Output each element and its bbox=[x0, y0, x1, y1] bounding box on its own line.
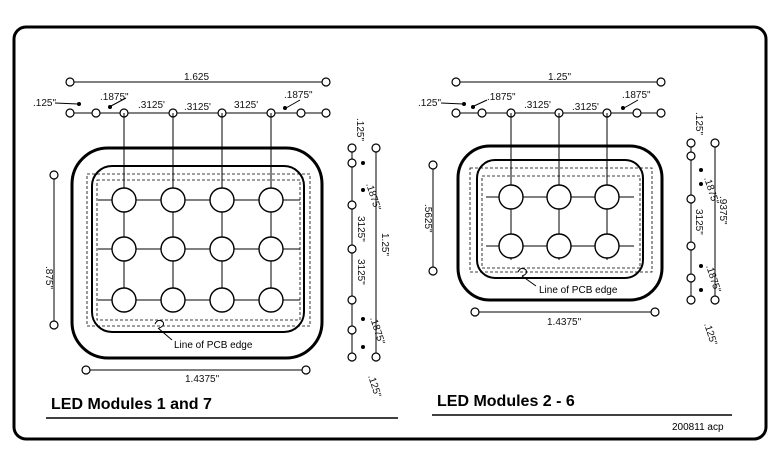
left-dim-pitch-1: .3125' bbox=[138, 100, 165, 111]
right-dim-pitch-2: .3125' bbox=[572, 102, 599, 113]
left-pcb-note: Line of PCB edge bbox=[174, 340, 253, 351]
right-pcb-note: Line of PCB edge bbox=[539, 285, 618, 296]
right-top-holes bbox=[451, 77, 666, 118]
left-dim-offset-left: .1875" bbox=[100, 92, 129, 103]
right-dim-edge-left: .125" bbox=[418, 98, 441, 109]
right-module: 1.25" .125" .1875" .3125' .3125' .1875" bbox=[418, 72, 732, 433]
drawing-frame bbox=[12, 25, 768, 441]
left-module-caption: LED Modules 1 and 7 bbox=[51, 396, 212, 413]
drawing-stamp: 200811 acp bbox=[672, 422, 724, 433]
right-dim-height: .5625" bbox=[422, 204, 433, 233]
left-led-grid bbox=[98, 187, 300, 313]
left-dim-height: .875" bbox=[43, 266, 54, 289]
right-led-grid bbox=[486, 184, 634, 260]
left-dim-offset-right: .1875" bbox=[284, 90, 313, 101]
left-dim-edge-left: .125" bbox=[33, 98, 56, 109]
left-dim-overall-top: 1.625 bbox=[184, 72, 209, 83]
right-right-holes bbox=[686, 138, 720, 305]
right-module-caption: LED Modules 2 - 6 bbox=[437, 393, 575, 410]
right-dim-pitch-1: .3125' bbox=[524, 100, 551, 111]
right-dim-r-edge-bottom: .125" bbox=[701, 322, 719, 348]
left-dim-r-pitch-1: 3125" bbox=[355, 216, 366, 242]
left-module: 1.625 .125" .1875" .3125' .3125' 3125' .… bbox=[33, 72, 398, 419]
left-dim-r-top: .125" bbox=[354, 118, 365, 141]
right-dim-r-offset-bottom: .1875" bbox=[703, 264, 722, 295]
left-dim-r-offset-bottom: .1875" bbox=[367, 316, 386, 347]
left-right-holes bbox=[347, 143, 381, 362]
right-dim-offset-right: .1875" bbox=[622, 90, 651, 101]
right-dim-bottom-width: 1.4375" bbox=[547, 317, 582, 328]
left-dim-r-overall: 1.25" bbox=[379, 233, 390, 256]
right-dim-offset-left: .1875" bbox=[487, 92, 516, 103]
left-dim-pitch-3: 3125' bbox=[234, 100, 258, 111]
right-dim-overall-top: 1.25" bbox=[548, 72, 571, 83]
right-dim-r-overall: .9375" bbox=[717, 196, 728, 225]
left-dim-r-pitch-2: 3125" bbox=[355, 259, 366, 285]
left-dim-pitch-2: .3125' bbox=[184, 102, 211, 113]
left-dim-bottom-width: 1.4375" bbox=[185, 374, 220, 385]
left-dim-r-edge-bottom: .125" bbox=[365, 374, 383, 400]
right-dim-r-top: .125" bbox=[693, 112, 704, 135]
right-dim-r-pitch: 3125" bbox=[693, 209, 704, 235]
left-dim-r-offset: .1875" bbox=[363, 182, 382, 213]
